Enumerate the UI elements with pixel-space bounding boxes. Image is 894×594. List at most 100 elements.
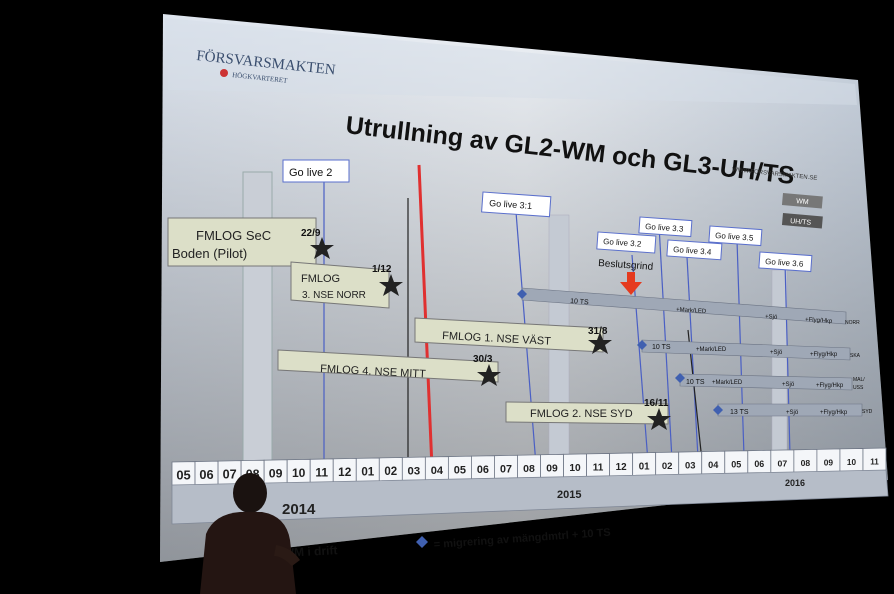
star-icon xyxy=(477,364,501,386)
migration-diamond-icons xyxy=(517,289,723,415)
down-arrow-icon xyxy=(620,272,642,295)
rollout-bar-malmo: 10 TS +Mark/LED +Sjö +Flyg/Hkp MAL/ USS xyxy=(679,373,865,391)
month-label: 11 xyxy=(593,462,604,473)
svg-text:FMLOG 4. NSE MITT: FMLOG 4. NSE MITT xyxy=(320,363,426,381)
svg-text:13 TS: 13 TS xyxy=(730,409,749,416)
svg-text:+Flyg/Hkp: +Flyg/Hkp xyxy=(820,410,848,416)
month-label: 02 xyxy=(384,466,397,478)
year-2015: 2015 xyxy=(557,489,581,501)
rollout-bar-syd: 13 TS +Sjö +Flyg/Hkp SYD xyxy=(717,403,873,417)
presenter-silhouette xyxy=(200,473,300,594)
svg-text:31/8: 31/8 xyxy=(588,326,608,337)
star-icon xyxy=(588,332,612,354)
legend-wm: WM xyxy=(781,193,823,209)
month-label: 05 xyxy=(731,459,741,469)
month-label: 08 xyxy=(523,463,535,475)
month-label: 05 xyxy=(176,468,190,483)
freeze-column xyxy=(242,171,273,471)
svg-text:+Mark/LED: +Mark/LED xyxy=(712,380,743,386)
svg-text:Go live 2: Go live 2 xyxy=(289,167,332,179)
svg-text:MAL/: MAL/ xyxy=(853,377,865,383)
month-label: 07 xyxy=(223,468,237,482)
month-label: 11 xyxy=(870,457,879,466)
svg-text:+Sjö: +Sjö xyxy=(770,350,783,356)
svg-text:3. NSE NORR: 3. NSE NORR xyxy=(302,290,366,301)
year-2016: 2016 xyxy=(785,478,805,488)
unit-box-syd: FMLOG 2. NSE SYD xyxy=(505,401,669,425)
month-label: 02 xyxy=(662,461,673,472)
month-label: 06 xyxy=(754,459,764,469)
milestone-dates: 22/9 1/12 31/8 30/3 16/11 xyxy=(301,228,669,409)
year-2014: 2014 xyxy=(282,501,316,518)
slide-header-band xyxy=(165,18,857,105)
svg-text:10 TS: 10 TS xyxy=(686,379,705,386)
month-label: 01 xyxy=(361,466,374,479)
month-label: 04 xyxy=(708,460,719,470)
svg-text:16/11: 16/11 xyxy=(644,398,669,409)
year-band xyxy=(171,469,889,525)
month-label: 09 xyxy=(824,457,834,467)
legend-uhts: UH/TS xyxy=(781,213,823,229)
today-line xyxy=(417,164,434,469)
go-live-2-box: Go live 2 xyxy=(282,159,350,183)
svg-text:UH/TS: UH/TS xyxy=(790,218,812,227)
svg-text:+Mark/LED: +Mark/LED xyxy=(696,347,727,353)
month-label: 09 xyxy=(269,467,283,481)
legend-migration: = migrering av mängdmtrl + 10 TS xyxy=(433,527,611,551)
decision-gate-label: Beslutsgrind xyxy=(598,258,654,273)
svg-text:SKA: SKA xyxy=(850,353,861,359)
svg-text:10 TS: 10 TS xyxy=(652,344,671,351)
month-label: 04 xyxy=(431,465,444,477)
diamond-icon xyxy=(416,536,428,548)
svg-text:Go live 3.3: Go live 3.3 xyxy=(645,222,684,234)
month-label: 07 xyxy=(500,464,512,476)
month-timeline: 0506070809101112010203040506070809101112… xyxy=(171,447,887,491)
month-label: 09 xyxy=(546,463,558,474)
month-label: 05 xyxy=(454,465,466,477)
svg-text:Go live 3.2: Go live 3.2 xyxy=(603,237,642,249)
svg-text:FMLOG SeC: FMLOG SeC xyxy=(196,228,271,243)
svg-text:22/9: 22/9 xyxy=(301,228,321,239)
month-label: 03 xyxy=(408,466,421,478)
svg-text:+Flyg/Hkp: +Flyg/Hkp xyxy=(810,352,838,358)
month-label: 03 xyxy=(685,459,695,470)
milestone-star-icons xyxy=(310,237,671,430)
month-label: 10 xyxy=(847,458,857,467)
svg-text:1/12: 1/12 xyxy=(372,264,392,275)
month-label: 07 xyxy=(778,458,788,468)
svg-text:+Sjö: +Sjö xyxy=(786,410,799,416)
unit-box-norr: FMLOG 3. NSE NORR xyxy=(290,261,390,309)
svg-text:+Flyg/Hkp: +Flyg/Hkp xyxy=(805,317,833,325)
unit-box-boden: FMLOG SeC Boden (Pilot) xyxy=(167,217,317,267)
month-label: 06 xyxy=(477,464,489,476)
svg-text:NORR: NORR xyxy=(845,320,860,326)
go-live-3-3-box: Go live 3.3 xyxy=(638,216,693,238)
unit-box-vast: FMLOG 1. NSE VÄST xyxy=(414,317,604,353)
star-icon xyxy=(379,274,403,296)
go-live-3-1-box: Go live 3:1 xyxy=(481,191,552,218)
month-label: 08 xyxy=(801,458,811,468)
svg-text:Boden (Pilot): Boden (Pilot) xyxy=(172,246,247,261)
month-label: 06 xyxy=(199,467,213,482)
month-label: 10 xyxy=(292,466,306,480)
svg-text:10 TS: 10 TS xyxy=(570,298,589,306)
svg-text:WM: WM xyxy=(796,198,809,206)
svg-text:+Flyg/Hkp: +Flyg/Hkp xyxy=(816,383,844,389)
svg-text:Go live 3:1: Go live 3:1 xyxy=(489,198,533,211)
svg-text:+Mark/LED: +Mark/LED xyxy=(676,307,707,315)
svg-text:USS: USS xyxy=(853,385,864,391)
svg-text:Go live 3.6: Go live 3.6 xyxy=(765,257,804,269)
star-icon xyxy=(310,237,334,259)
month-label: 12 xyxy=(616,462,627,473)
go-live-3-4-box: Go live 3.4 xyxy=(666,239,723,261)
svg-text:30/3: 30/3 xyxy=(473,354,493,365)
month-label: 11 xyxy=(315,466,328,480)
go-live-3-6-box: Go live 3.6 xyxy=(758,251,813,273)
unit-box-mitt: FMLOG 4. NSE MITT xyxy=(277,349,499,383)
go-live-3-2-box: Go live 3.2 xyxy=(596,231,657,254)
svg-text:FMLOG: FMLOG xyxy=(301,273,340,285)
svg-text:+Sjö: +Sjö xyxy=(765,314,778,321)
svg-text:SYD: SYD xyxy=(862,409,873,415)
svg-text:Go live 3.4: Go live 3.4 xyxy=(673,245,712,257)
